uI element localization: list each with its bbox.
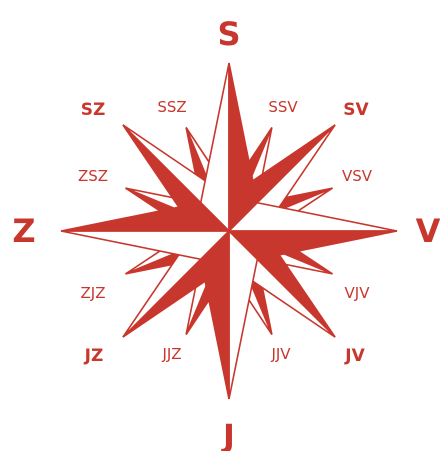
label-sse: JJV — [270, 345, 291, 363]
label-nne: SSV — [268, 98, 298, 116]
rose-arm-west-half-b — [61, 203, 229, 231]
rose-arm-north-half-a — [201, 63, 229, 231]
label-north: S — [217, 15, 240, 53]
label-ene: VSV — [342, 167, 373, 185]
rose-arm-south-half-b — [201, 231, 229, 399]
label-southwest: JZ — [84, 346, 104, 366]
label-ssw: JJZ — [161, 345, 181, 363]
label-south: J — [221, 417, 235, 451]
rose-arm-north-half-b — [229, 63, 257, 231]
label-west: Z — [12, 212, 35, 250]
label-nnw: SSZ — [157, 98, 186, 116]
label-ese: VJV — [345, 284, 371, 302]
rose-arm-south-half-a — [229, 231, 257, 399]
label-wnw: ZSZ — [78, 167, 108, 185]
rose-arm-east-half-a — [229, 203, 397, 231]
label-east: V — [416, 212, 441, 250]
label-wsw: ZJZ — [81, 284, 106, 302]
label-southeast: JV — [344, 346, 365, 366]
label-northeast: SV — [343, 100, 369, 120]
rose-arm-west-half-a — [61, 231, 229, 259]
rose-arm-east-half-b — [229, 231, 397, 259]
label-northwest: SZ — [81, 100, 106, 120]
